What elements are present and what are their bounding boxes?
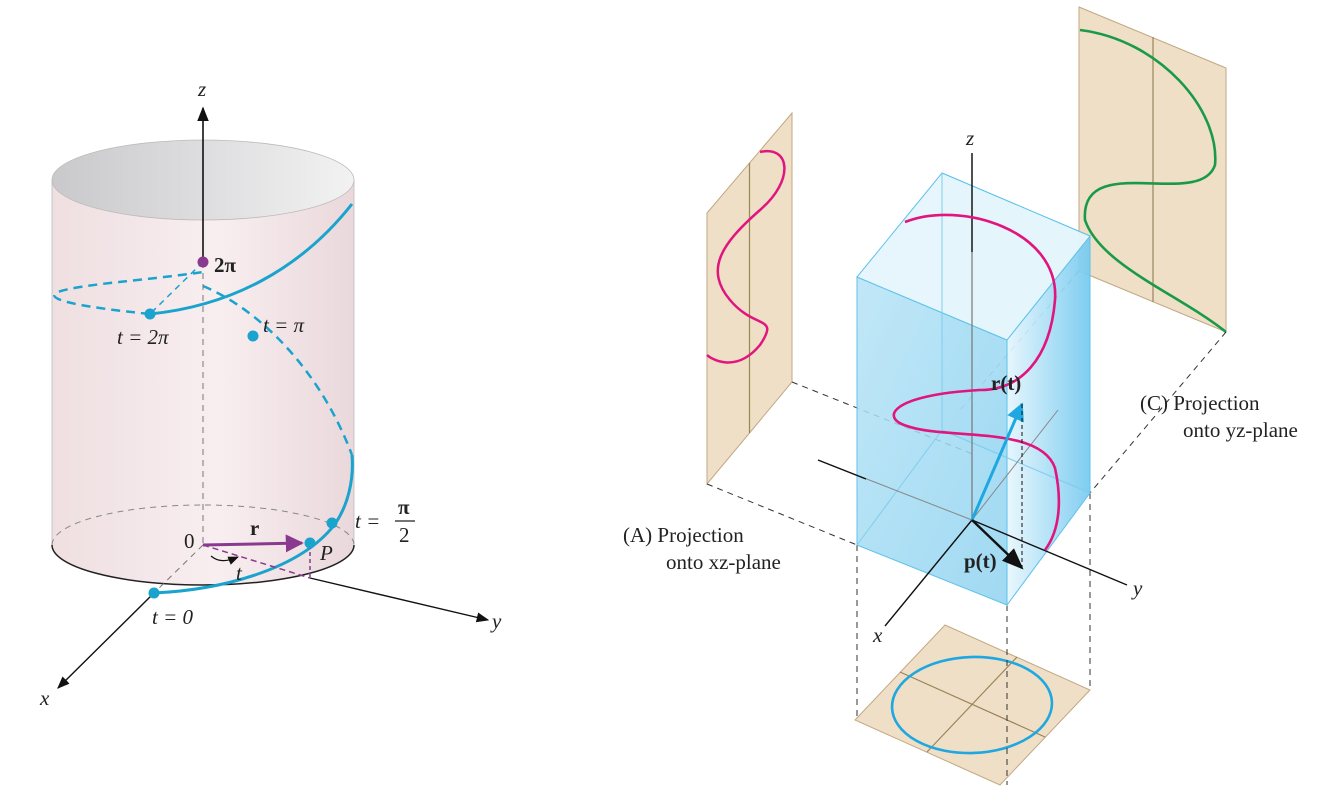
cylinder-bottom-front: [51, 544, 355, 586]
point-2pi: [197, 256, 209, 268]
left-y-label: y: [490, 609, 502, 633]
point-t-0: [148, 587, 160, 599]
helix-front-upper: [149, 203, 354, 316]
cylinder-bottom-back: [51, 504, 355, 546]
label-angle-t: t: [236, 561, 243, 585]
xz-projection-curve: [706, 149, 786, 364]
origin-label: 0: [184, 529, 195, 553]
point-t-half-pi: [326, 517, 338, 529]
right-projection-figure: z x y r(t) p(t) (A) Projection onto xz-p…: [623, 6, 1298, 786]
caption-a-line1: (A) Projection: [623, 523, 744, 547]
right-y-label: y: [1131, 576, 1143, 600]
left-x-axis: [57, 592, 155, 689]
box-helix-upper: [892, 213, 1061, 551]
yz-projection-curve: [1079, 28, 1227, 334]
label-t-pi: t = π: [263, 313, 305, 337]
box-top-face: [856, 172, 1091, 341]
label-t-0: t = 0: [152, 605, 194, 629]
left-helix-figure: z x y 0 2π t = 2π t = π t = 0 t = π 2 r …: [39, 77, 502, 710]
label-half-pi-numerator: π: [398, 495, 410, 519]
label-r-of-t: r(t): [991, 371, 1021, 395]
left-z-label: z: [197, 77, 206, 101]
right-vector-r-of-t: [970, 402, 1024, 521]
label-p-of-t: p(t): [964, 549, 997, 573]
point-P: [304, 537, 316, 549]
point-t-2pi: [144, 308, 156, 320]
right-x-axis: [884, 519, 973, 627]
caption-c-line1: (C) Projection: [1140, 391, 1260, 415]
right-vector-p-of-t: [971, 519, 1024, 570]
label-vector-r: r: [250, 516, 259, 540]
point-t-pi: [247, 330, 259, 342]
label-t-2pi: t = 2π: [117, 325, 169, 349]
angle-t-arc: [210, 555, 239, 565]
left-vector-r: [202, 534, 304, 553]
label-half-pi-denominator: 2: [399, 523, 410, 547]
caption-c-line2: onto yz-plane: [1183, 418, 1298, 442]
xy-projection-circle: [890, 655, 1054, 755]
helix-hidden-top-loop: [53, 270, 204, 316]
label-t-half-pi-prefix: t =: [355, 509, 380, 533]
label-2pi: 2π: [214, 253, 237, 277]
caption-a-line2: onto xz-plane: [666, 550, 781, 574]
label-point-P: P: [319, 541, 333, 565]
right-z-label: z: [965, 126, 974, 150]
left-y-axis: [309, 577, 490, 623]
right-y-axis: [971, 519, 1128, 586]
helix-front-lower: [153, 454, 354, 595]
right-x-label: x: [872, 623, 883, 647]
left-x-label: x: [39, 686, 50, 710]
